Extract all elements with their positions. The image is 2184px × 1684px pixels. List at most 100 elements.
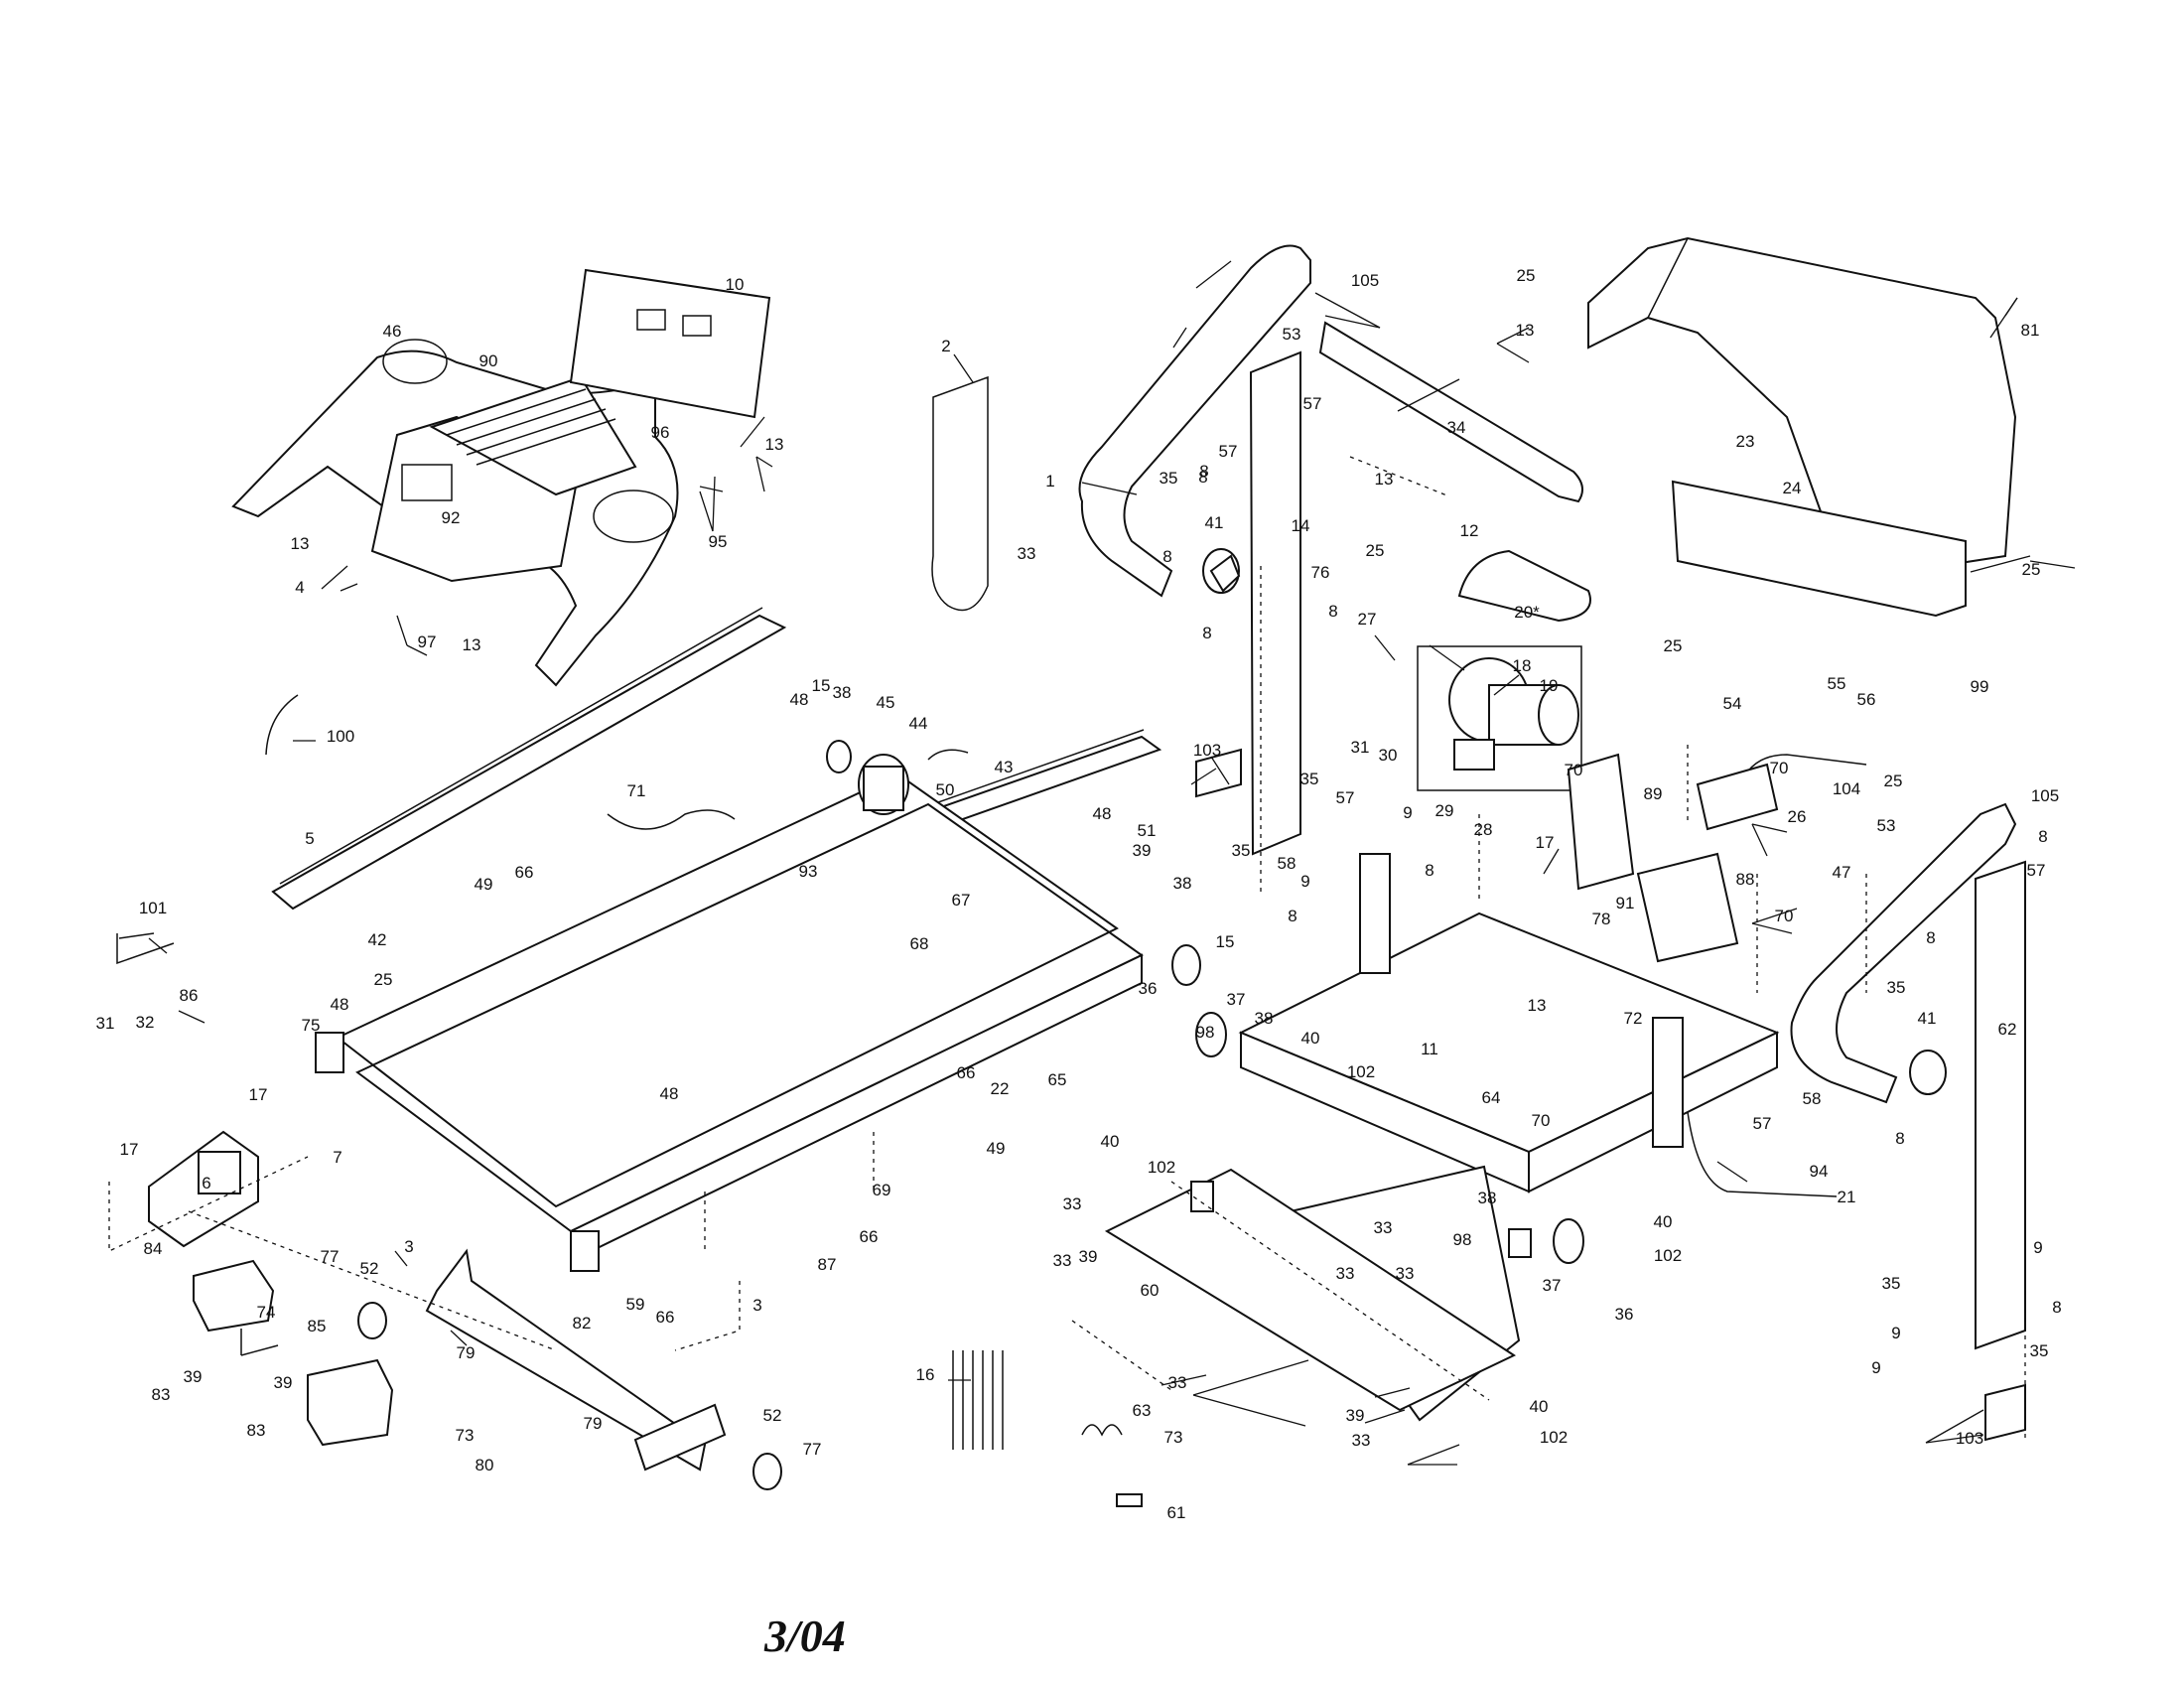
callout-82: 82 [573, 1314, 592, 1333]
callout-102-2: 102 [1347, 1062, 1375, 1081]
callout-13-6: 13 [1528, 996, 1547, 1015]
callout-100: 100 [327, 727, 354, 746]
callout-33-7: 33 [1352, 1431, 1371, 1450]
callout-93: 93 [799, 862, 818, 881]
callout-95: 95 [709, 532, 728, 551]
callout-62: 62 [1998, 1020, 2017, 1039]
callout-48-4: 48 [660, 1084, 679, 1103]
callout-19: 19 [1540, 676, 1559, 695]
callout-99: 99 [1971, 677, 1989, 696]
callout-80: 80 [476, 1456, 494, 1474]
callout-32: 32 [136, 1013, 155, 1032]
callout-57-3: 57 [1336, 788, 1355, 807]
callout-24: 24 [1783, 479, 1802, 497]
callout-102-3: 102 [1654, 1246, 1682, 1265]
callout-9-5: 9 [1871, 1358, 1880, 1377]
callout-5: 5 [305, 829, 314, 848]
callout-55: 55 [1828, 674, 1846, 693]
callout-66-3: 66 [860, 1227, 879, 1246]
callout-25-6: 25 [374, 970, 393, 989]
callout-83: 83 [152, 1385, 171, 1404]
callout-45: 45 [877, 693, 895, 712]
callout-18: 18 [1513, 656, 1532, 675]
console-assembly [231, 268, 771, 687]
callout-17-2: 17 [120, 1140, 139, 1159]
callout-64: 64 [1482, 1088, 1501, 1107]
callout-74: 74 [257, 1303, 276, 1322]
callout-57-4: 57 [1753, 1114, 1772, 1133]
callout-69: 69 [873, 1181, 891, 1199]
callout-54: 54 [1723, 694, 1742, 713]
callout-51: 51 [1138, 821, 1157, 840]
callout-35-2: 35 [1232, 841, 1251, 860]
callout-58: 58 [1278, 854, 1297, 873]
callout-70: 70 [1565, 761, 1583, 779]
callout-57-5: 57 [2027, 861, 2046, 880]
callout-30: 30 [1379, 746, 1398, 765]
callout-7: 7 [333, 1148, 341, 1167]
callout-37: 37 [1227, 990, 1246, 1009]
callout-9-3: 9 [2033, 1238, 2042, 1257]
callout-38-4: 38 [1478, 1189, 1497, 1207]
callout-13-5: 13 [1375, 470, 1394, 489]
callout-42: 42 [368, 930, 387, 949]
callout-77-2: 77 [803, 1440, 822, 1459]
callout-65: 65 [1048, 1070, 1067, 1089]
callout-87: 87 [818, 1255, 837, 1274]
callout-25-5: 25 [1884, 772, 1903, 790]
callout-9-2: 9 [1300, 872, 1309, 891]
callout-35-4: 35 [1887, 978, 1906, 997]
callout-12: 12 [1460, 521, 1479, 540]
callout-35: 35 [1160, 469, 1178, 488]
uprights [1078, 244, 2026, 1350]
callout-103-2: 103 [1956, 1429, 1983, 1448]
motor-kit [1417, 549, 1591, 791]
callout-33-3: 33 [1336, 1264, 1355, 1283]
callout-86: 86 [180, 986, 199, 1005]
callout-59: 59 [626, 1295, 645, 1314]
callout-27: 27 [1358, 610, 1377, 629]
callout-9: 9 [1403, 803, 1412, 822]
callout-67: 67 [952, 891, 971, 910]
callout-72: 72 [1624, 1009, 1643, 1028]
callout-70-2: 70 [1770, 759, 1789, 777]
callout-70-3: 70 [1775, 907, 1794, 925]
callout-41-2: 41 [1918, 1009, 1937, 1028]
callout-43: 43 [995, 758, 1014, 776]
callout-39-4: 39 [184, 1367, 203, 1386]
callout-105-2: 105 [2031, 786, 2059, 805]
callout-25-3: 25 [2022, 560, 2041, 579]
callout-58-2: 58 [1803, 1089, 1822, 1108]
callout-90: 90 [479, 351, 498, 370]
callout-8-3: 8 [1328, 602, 1337, 621]
lift-assembly [148, 1130, 782, 1490]
assembly-lines [108, 456, 2026, 1440]
callout-8-5: 8 [1425, 861, 1433, 880]
callout-33-2: 33 [1396, 1264, 1415, 1283]
callout-40-2: 40 [1101, 1132, 1120, 1151]
callout-9-4: 9 [1891, 1324, 1900, 1342]
callout-66-2: 66 [957, 1063, 976, 1082]
callout-25: 25 [1517, 266, 1536, 285]
callout-8-10: 8 [2052, 1298, 2061, 1317]
callout-6: 6 [202, 1174, 210, 1193]
callout-52: 52 [360, 1259, 379, 1278]
date-stamp: 3/04 [763, 1611, 846, 1661]
callout-91: 91 [1616, 894, 1635, 912]
callout-101: 101 [139, 899, 167, 917]
callout-31-2: 31 [96, 1014, 115, 1033]
deck-belt [315, 772, 1144, 1272]
callout-48: 48 [790, 690, 809, 709]
callout-57-2: 57 [1219, 442, 1238, 461]
callout-2: 2 [941, 337, 950, 355]
callout-38-2: 38 [1173, 874, 1192, 893]
leader-lines [148, 260, 2076, 1466]
callout-3-2: 3 [752, 1296, 761, 1315]
callout-92: 92 [442, 508, 461, 527]
callout-8: 8 [1198, 468, 1207, 487]
callout-39-5: 39 [274, 1373, 293, 1392]
callout-22: 22 [991, 1079, 1010, 1098]
callout-97: 97 [418, 632, 437, 651]
callout-40: 40 [1301, 1029, 1320, 1048]
